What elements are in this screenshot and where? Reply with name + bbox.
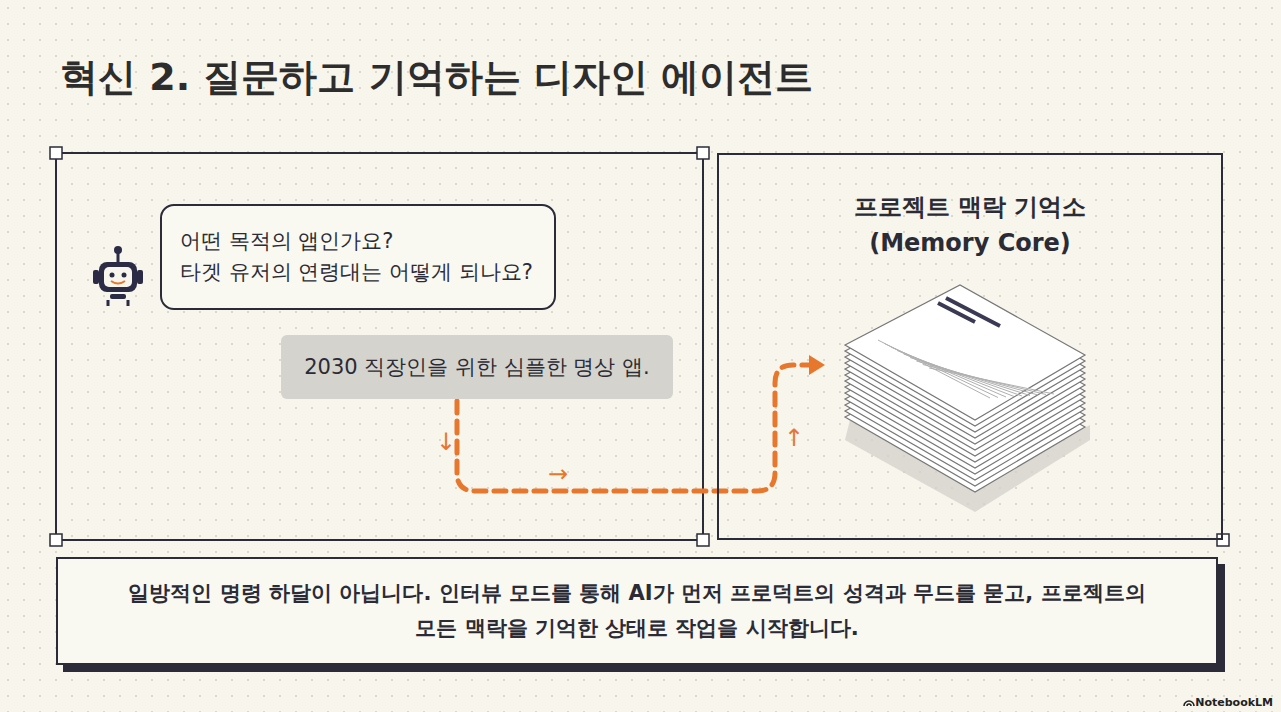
- node-text: 타겟 유저의 연령대는 어떻게 되나요?: [180, 257, 536, 288]
- node-text: 프로젝트 맥락 기억소 (Memory Core): [835, 189, 1105, 261]
- node-text: 2030 직장인을 위한 심플한 명상 앱.: [297, 352, 657, 382]
- speech-bubble: 어떤 목적의 앱인가요?타겟 유저의 연령대는 어떻게 되나요?: [160, 204, 556, 310]
- node-text: 어떤 목적의 앱인가요?: [180, 226, 536, 257]
- sheet-line: [929, 368, 1054, 394]
- left-panel: [56, 153, 703, 540]
- arrow-glyph: →: [548, 460, 568, 488]
- answer-box: 2030 직장인을 위한 심플한 명상 앱.: [281, 335, 673, 399]
- sheet: [845, 285, 1085, 420]
- corner-handles: [50, 147, 1229, 546]
- arrow-glyph: ↑: [784, 424, 804, 452]
- memory-panel: 프로젝트 맥락 기억소 (Memory Core): [717, 153, 1223, 540]
- sheet-header: [938, 298, 1000, 326]
- node-text: 일방적인 명령 하달이 아닙니다. 인터뷰 모드를 통해 AI가 먼저 프로덕트…: [115, 576, 1160, 646]
- watermark: NotebookLM: [1195, 696, 1273, 709]
- arrowhead: [809, 355, 825, 375]
- summary-box: 일방적인 명령 하달이 아닙니다. 인터뷰 모드를 통해 AI가 먼저 프로덕트…: [56, 557, 1218, 665]
- title: 혁신 2. 질문하고 기억하는 디자인 에이전트: [60, 52, 813, 103]
- document-stack: [845, 285, 1090, 512]
- watermark-icon: [1184, 701, 1194, 706]
- robot-icon: [93, 246, 143, 306]
- arrow-glyph: ↓: [436, 428, 456, 456]
